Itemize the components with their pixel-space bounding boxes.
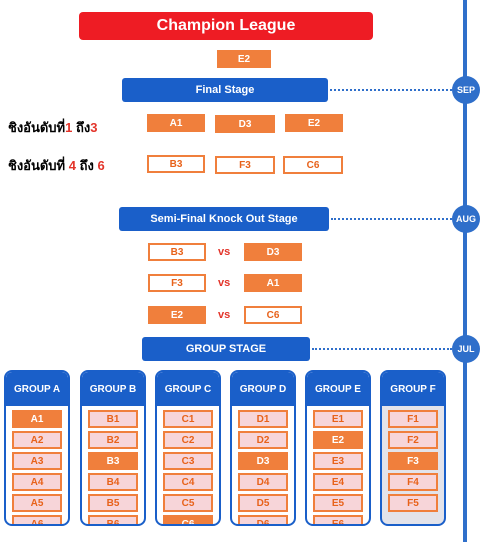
classification-team-box: B3	[147, 155, 205, 173]
team-box: B2	[88, 431, 138, 449]
team-box: B3	[88, 452, 138, 470]
team-box: B1	[88, 410, 138, 428]
team-box: F5	[388, 494, 438, 512]
group-title: GROUP A	[6, 372, 68, 406]
rank-to: 3	[90, 120, 98, 135]
team-box: B6	[88, 515, 138, 524]
team-box: F1	[388, 410, 438, 428]
rank-1-3-label: ชิงอันดับที่1 ถึง3	[8, 117, 97, 138]
group-title: GROUP D	[232, 372, 294, 406]
team-box: A6	[12, 515, 62, 524]
group-card: GROUP F F1 F2 F3 F4 F5	[380, 370, 446, 526]
jul-connector	[312, 348, 452, 350]
team-box: E5	[313, 494, 363, 512]
final-team-box: E2	[285, 114, 343, 132]
rank-prefix: ชิงอันดับที่	[8, 158, 66, 173]
team-box: E2	[313, 431, 363, 449]
team-box: D2	[238, 431, 288, 449]
final-team-box: D3	[215, 115, 275, 133]
team-box: B4	[88, 473, 138, 491]
champion-box: E2	[217, 50, 271, 68]
final-team-box: A1	[147, 114, 205, 132]
semi-left-team: E2	[148, 306, 206, 324]
classification-team-box: F3	[215, 156, 275, 174]
rank-4-6-label: ชิงอันดับที่ 4 ถึง 6	[8, 155, 105, 176]
group-card: GROUP C C1 C2 C3 C4 C5 C6	[155, 370, 221, 526]
team-box: A1	[12, 410, 62, 428]
team-box: E6	[313, 515, 363, 524]
semi-right-team: C6	[244, 306, 302, 324]
team-box: F4	[388, 473, 438, 491]
team-box: C2	[163, 431, 213, 449]
team-box: C6	[163, 515, 213, 524]
vs-label: vs	[218, 246, 231, 258]
group-title: GROUP B	[82, 372, 144, 406]
rank-mid: ถึง	[76, 120, 91, 135]
team-box: D1	[238, 410, 288, 428]
team-box: C5	[163, 494, 213, 512]
month-aug-marker: AUG	[452, 205, 480, 233]
rank-prefix: ชิงอันดับที่	[8, 120, 66, 135]
rank-to: 6	[97, 158, 105, 173]
vs-label: vs	[218, 277, 231, 289]
team-box: A5	[12, 494, 62, 512]
team-box: A4	[12, 473, 62, 491]
team-box: D4	[238, 473, 288, 491]
team-box: C4	[163, 473, 213, 491]
team-box: B5	[88, 494, 138, 512]
team-box: A3	[12, 452, 62, 470]
team-box: F3	[388, 452, 438, 470]
team-box: A2	[12, 431, 62, 449]
final-stage-label: Final Stage	[122, 78, 328, 102]
group-title: GROUP C	[157, 372, 219, 406]
team-box: E3	[313, 452, 363, 470]
group-stage-label: GROUP STAGE	[142, 337, 310, 361]
page-title: Champion League	[79, 12, 373, 40]
aug-connector	[331, 218, 452, 220]
group-card: GROUP D D1 D2 D3 D4 D5 D6	[230, 370, 296, 526]
group-card: GROUP B B1 B2 B3 B4 B5 B6	[80, 370, 146, 526]
month-jul-marker: JUL	[452, 335, 480, 363]
rank-from: 1	[65, 120, 73, 135]
month-sep-marker: SEP	[452, 76, 480, 104]
team-box: D6	[238, 515, 288, 524]
semi-left-team: B3	[148, 243, 206, 261]
team-box: C3	[163, 452, 213, 470]
semi-right-team: A1	[244, 274, 302, 292]
group-title: GROUP F	[382, 372, 444, 406]
rank-from: 4	[68, 158, 76, 173]
team-box: C1	[163, 410, 213, 428]
team-box: D3	[238, 452, 288, 470]
vs-label: vs	[218, 309, 231, 321]
classification-team-box: C6	[283, 156, 343, 174]
semi-final-label: Semi-Final Knock Out Stage	[119, 207, 329, 231]
rank-mid: ถึง	[79, 158, 94, 173]
semi-left-team: F3	[148, 274, 206, 292]
group-card: GROUP E E1 E2 E3 E4 E5 E6	[305, 370, 371, 526]
team-box: E1	[313, 410, 363, 428]
timeline-line	[463, 0, 467, 542]
team-box: F2	[388, 431, 438, 449]
group-title: GROUP E	[307, 372, 369, 406]
sep-connector	[330, 89, 452, 91]
semi-right-team: D3	[244, 243, 302, 261]
group-card: GROUP A A1 A2 A3 A4 A5 A6	[4, 370, 70, 526]
team-box: E4	[313, 473, 363, 491]
team-box: D5	[238, 494, 288, 512]
